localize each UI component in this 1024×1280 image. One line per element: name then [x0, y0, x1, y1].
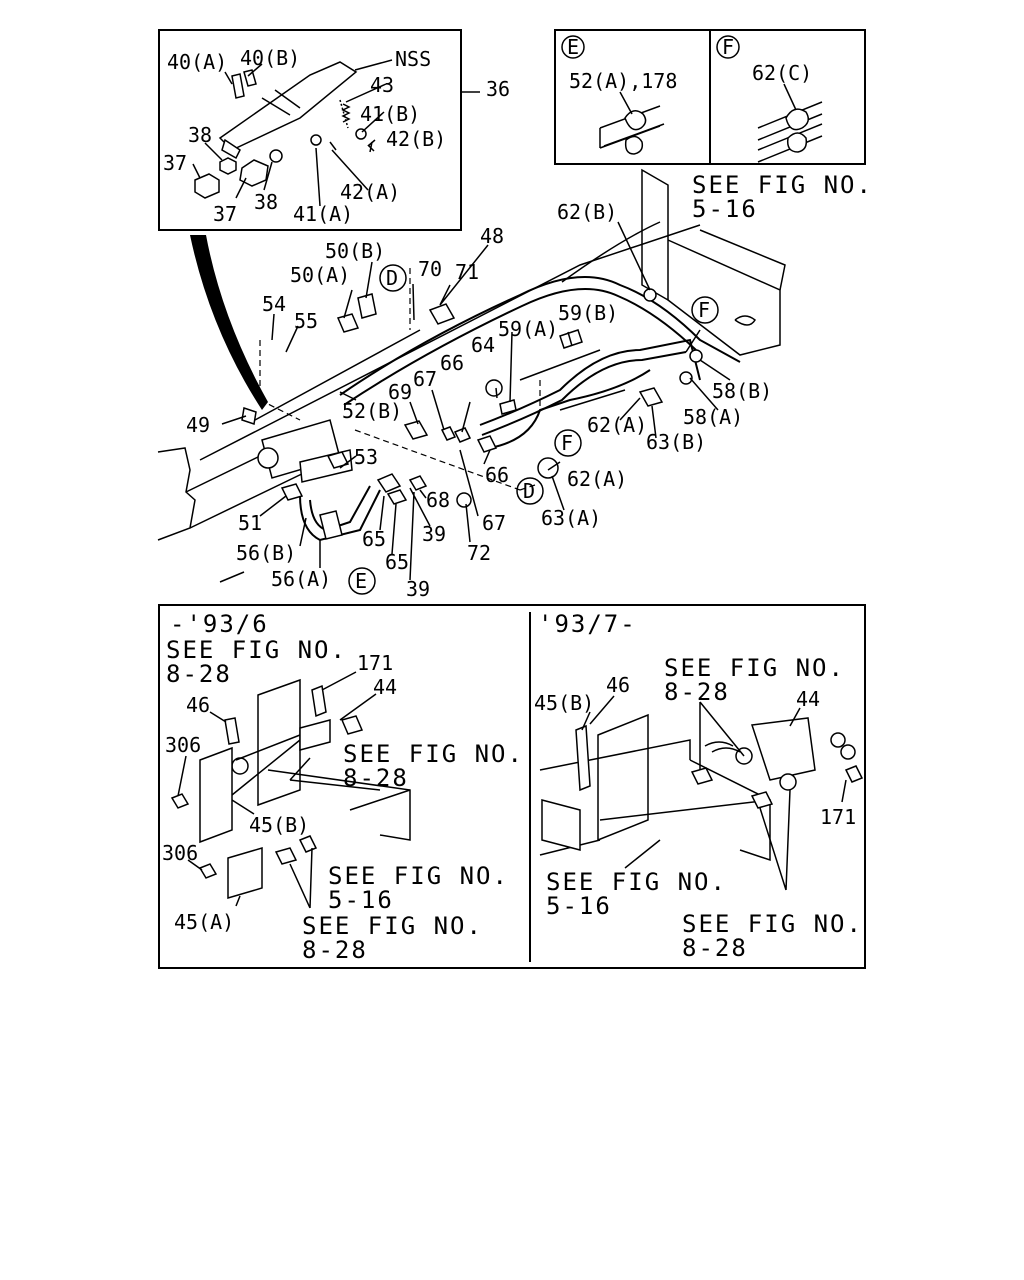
label-44-a: 44 — [373, 675, 397, 699]
detail-box-clamps — [554, 29, 866, 165]
label-67-a: 67 — [413, 367, 437, 391]
label-306-b: 306 — [162, 841, 198, 865]
label-63b: 63(B) — [646, 430, 706, 454]
callout-f-main: F — [698, 298, 710, 322]
label-66-b: 66 — [485, 463, 509, 487]
callout-e-box: E — [567, 35, 579, 59]
label-37-a: 37 — [163, 151, 187, 175]
label-55: 55 — [294, 309, 318, 333]
label-52a-178: 52(A),178 — [569, 69, 677, 93]
label-39-b: 39 — [406, 577, 430, 601]
label-42a: 42(A) — [340, 180, 400, 204]
label-68: 68 — [426, 488, 450, 512]
see-fig-5-16-c-num: 5-16 — [546, 892, 612, 920]
label-59b: 59(B) — [558, 301, 618, 325]
label-49: 49 — [186, 413, 210, 437]
label-70: 70 — [418, 257, 442, 281]
label-36: 36 — [486, 77, 510, 101]
label-45b-a: 45(B) — [249, 813, 309, 837]
label-43: 43 — [370, 73, 394, 97]
see-fig-8-28-e-title: SEE FIG NO. — [682, 910, 863, 938]
see-fig-5-16-b-title: SEE FIG NO. — [328, 862, 509, 890]
label-69: 69 — [388, 380, 412, 404]
see-fig-5-16-num: 5-16 — [692, 195, 758, 223]
label-40b: 40(B) — [240, 46, 300, 70]
label-45a: 45(A) — [174, 910, 234, 934]
label-nss: NSS — [395, 47, 431, 71]
label-306-a: 306 — [165, 733, 201, 757]
label-171-a: 171 — [357, 651, 393, 675]
see-fig-5-16-title: SEE FIG NO. — [692, 171, 873, 199]
label-64: 64 — [471, 333, 495, 357]
label-46-a: 46 — [186, 693, 210, 717]
label-54: 54 — [262, 292, 286, 316]
label-63a: 63(A) — [541, 506, 601, 530]
label-42b: 42(B) — [386, 127, 446, 151]
see-fig-8-28-c-num: 8-28 — [302, 936, 368, 964]
label-65-a: 65 — [362, 527, 386, 551]
see-fig-8-28-d-num: 8-28 — [664, 678, 730, 706]
detail-box-variants — [158, 604, 866, 969]
label-171-b: 171 — [820, 805, 856, 829]
label-71: 71 — [455, 260, 479, 284]
label-51: 51 — [238, 511, 262, 535]
label-40a: 40(A) — [167, 50, 227, 74]
callout-e-main: E — [355, 569, 367, 593]
see-fig-8-28-b-num: 8-28 — [343, 764, 409, 792]
label-62a-1: 62(A) — [587, 413, 647, 437]
label-59a: 59(A) — [498, 317, 558, 341]
label-56b: 56(B) — [236, 541, 296, 565]
label-66-a: 66 — [440, 351, 464, 375]
callout-d-top: D — [386, 266, 398, 290]
label-39-a: 39 — [422, 522, 446, 546]
label-38-a: 38 — [188, 123, 212, 147]
label-50a: 50(A) — [290, 263, 350, 287]
date-right: '93/7- — [538, 610, 637, 638]
label-58b: 58(B) — [712, 379, 772, 403]
see-fig-8-28-a-title: SEE FIG NO. — [166, 636, 347, 664]
label-45b-b: 45(B) — [534, 691, 594, 715]
see-fig-5-16-b-num: 5-16 — [328, 886, 394, 914]
label-72: 72 — [467, 541, 491, 565]
callout-d-mid: D — [523, 479, 535, 503]
label-41a: 41(A) — [293, 202, 353, 226]
see-fig-8-28-a-num: 8-28 — [166, 660, 232, 688]
label-56a: 56(A) — [271, 567, 331, 591]
label-48: 48 — [480, 224, 504, 248]
label-62a-2: 62(A) — [567, 467, 627, 491]
see-fig-8-28-d-title: SEE FIG NO. — [664, 654, 845, 682]
label-58a: 58(A) — [683, 405, 743, 429]
label-53: 53 — [354, 445, 378, 469]
label-65-b: 65 — [385, 550, 409, 574]
label-41b: 41(B) — [360, 102, 420, 126]
label-38-b: 38 — [254, 190, 278, 214]
see-fig-8-28-e-num: 8-28 — [682, 934, 748, 962]
see-fig-8-28-b-title: SEE FIG NO. — [343, 740, 524, 768]
callout-f-box: F — [722, 35, 734, 59]
label-46-b: 46 — [606, 673, 630, 697]
label-44-b: 44 — [796, 687, 820, 711]
see-fig-5-16-c-title: SEE FIG NO. — [546, 868, 727, 896]
label-67-b: 67 — [482, 511, 506, 535]
date-left: -'93/6 — [170, 610, 269, 638]
callout-f-mid: F — [561, 431, 573, 455]
label-37-b: 37 — [213, 202, 237, 226]
label-50b: 50(B) — [325, 239, 385, 263]
see-fig-8-28-c-title: SEE FIG NO. — [302, 912, 483, 940]
label-62b: 62(B) — [557, 200, 617, 224]
main-assembly — [157, 168, 786, 595]
label-62c: 62(C) — [752, 61, 812, 85]
detail-box-linkage — [158, 29, 480, 231]
label-52b: 52(B) — [342, 399, 402, 423]
